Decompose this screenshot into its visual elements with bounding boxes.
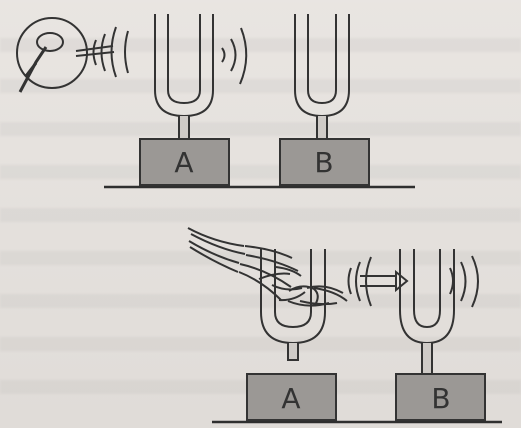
right-vibration-waves-icon <box>221 27 248 85</box>
fork-b-bottom-label: B <box>431 382 450 415</box>
background-text-line <box>0 38 521 52</box>
fork-a-top-label: A <box>174 146 193 179</box>
background-text-line <box>0 122 521 136</box>
mallet-icon <box>16 17 88 93</box>
fork-b-top-label: B <box>314 146 333 179</box>
background-text-line <box>0 79 521 93</box>
tuning-fork-a-bottom: A <box>246 249 337 421</box>
background-text-line <box>0 165 521 179</box>
top-scene: A B <box>16 14 415 189</box>
bottom-scene: A B <box>187 227 502 424</box>
tuning-fork-b-bottom: B <box>395 249 486 421</box>
fork-a-top-base <box>139 138 230 186</box>
fork-a-bottom-base <box>246 373 337 421</box>
fork-b-bottom-base <box>395 373 486 421</box>
tuning-fork-b-top: B <box>279 14 370 186</box>
transfer-arrow-and-waves-icon <box>347 255 479 308</box>
strike-sound-waves-icon <box>75 26 129 78</box>
background-text-line <box>0 337 521 351</box>
fork-a-bottom-label: A <box>281 382 300 415</box>
hand-icon <box>187 227 348 307</box>
fork-b-top-base <box>279 138 370 186</box>
tuning-fork-a-top: A <box>139 14 230 186</box>
background-text-line <box>0 208 521 222</box>
